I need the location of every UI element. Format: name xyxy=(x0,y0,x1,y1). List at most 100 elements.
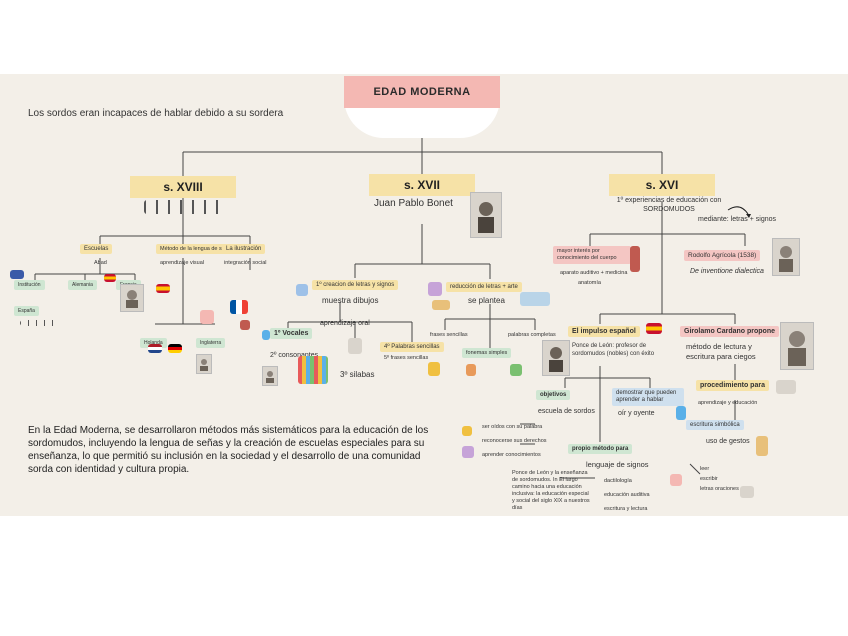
connector-lines xyxy=(34,138,751,479)
step-consonants: 2º consonantes xyxy=(270,352,319,359)
node-school: escuela de sordos xyxy=(538,408,595,415)
intro-text: Los sordos eran incapaces de hablar debi… xyxy=(28,108,284,119)
objective-1: ser oídos con su palabra xyxy=(482,424,543,430)
germany-flag-icon xyxy=(168,344,182,353)
step-simple-words: 4º Palabras sencillas xyxy=(380,342,444,352)
objective-3: aprender conocimientos xyxy=(482,452,541,458)
hand-icon xyxy=(756,436,768,456)
portrait-xviii-2 xyxy=(196,354,212,374)
sticker-icon xyxy=(510,364,522,376)
xviii-leaf-6: España xyxy=(14,306,39,316)
node-oral-learning: aprendizaje oral xyxy=(320,320,370,327)
portrait-xviii-1 xyxy=(120,284,144,312)
node-method: propio método para xyxy=(568,444,633,454)
step-phrases: 5º frases sencillas xyxy=(384,355,429,361)
node-agricola: Rodolfo Agrícola (1538) xyxy=(684,250,761,261)
node-alphabet: 1º creacion de letras y signos xyxy=(312,280,399,290)
objective-2: reconocerse sus derechos xyxy=(482,438,547,444)
node-interest-sub: aparato auditivo + medicina xyxy=(560,270,628,276)
xviii-leaf-5: Inglaterra xyxy=(196,338,226,348)
node-procedure: procedimiento para xyxy=(696,380,769,391)
france-flag-icon xyxy=(230,300,248,314)
xviii-node-sign-method: Método de la lengua de señas xyxy=(156,244,238,254)
title-box: EDAD MODERNA xyxy=(344,76,500,138)
anatomy-icon xyxy=(630,246,640,272)
node-interest: mayor interés por conocimiento del cuerp… xyxy=(553,246,631,264)
portrait-bonet xyxy=(470,192,502,238)
xviii-sub-a: Abad xyxy=(94,260,107,266)
lungs-icon xyxy=(670,474,682,486)
person-icon xyxy=(266,371,274,383)
sticker-icon xyxy=(428,362,440,376)
xviii-leaf-2: Alemania xyxy=(68,280,97,290)
method-2: educación auditiva xyxy=(604,492,650,498)
node-agricola-work: De inventione dialectica xyxy=(690,268,764,275)
footnote-reference: Ponce de León y la enseñanza de sordomud… xyxy=(512,470,590,511)
xviii-sub-b: aprendizaje visual xyxy=(160,260,205,266)
sticker-icon xyxy=(240,320,250,330)
xviii-node-enlightenment: La ilustración xyxy=(222,244,266,254)
sticker-icon xyxy=(466,364,476,376)
sticker-icon xyxy=(462,426,472,436)
summary-paragraph: En la Edad Moderna, se desarrollaron mét… xyxy=(28,425,429,475)
node-interest-sub2: anatomía xyxy=(578,280,601,286)
juan-pablo-bonet: Juan Pablo Bonet xyxy=(374,198,453,209)
sticker-icon xyxy=(348,338,362,354)
node-means: mediante: letras + signos xyxy=(698,216,777,223)
century-xvii: s. XVII xyxy=(369,174,475,196)
tree-lines-icon xyxy=(20,320,60,326)
node-symbolic: escritura simbólica xyxy=(686,420,744,430)
sticker-icon xyxy=(462,446,474,458)
xviii-leaf-1: Institución xyxy=(14,280,45,290)
xviii-sub-c: integración social xyxy=(224,260,267,266)
page-title: EDAD MODERNA xyxy=(344,76,500,108)
small-step-3: palabras completas xyxy=(508,332,556,338)
node-cardano-method: método de lectura y escritura para ciego… xyxy=(686,342,756,361)
person-icon xyxy=(549,347,563,372)
spain-flag-icon xyxy=(156,284,170,293)
node-objectives: objetivos xyxy=(536,390,571,400)
hand-signs-row-icon xyxy=(144,200,228,214)
spain-flag-icon xyxy=(104,274,116,282)
person-icon xyxy=(126,290,138,308)
method-3: escritura y lectura xyxy=(604,506,648,512)
person-icon xyxy=(478,202,494,233)
step-vowels: 1º Vocales xyxy=(270,328,313,339)
book-icon xyxy=(740,486,754,498)
node-gestures: uso de gestos xyxy=(706,438,750,445)
portrait-ponce xyxy=(542,340,570,376)
method-1: dactilología xyxy=(604,478,632,484)
spain-flag-icon xyxy=(646,323,662,334)
century-xviii: s. XVIII xyxy=(130,176,236,198)
sticker-icon xyxy=(428,282,442,296)
node-shows-drawings: muestra dibujos xyxy=(322,296,379,305)
portrait-xviii-3 xyxy=(262,366,278,386)
portrait-cardano xyxy=(780,322,814,370)
small-step-1: frases sencillas xyxy=(430,332,468,338)
portrait-agricola xyxy=(772,238,800,276)
slide-canvas: EDAD MODERNA Los sordos eran incapaces d… xyxy=(0,74,848,516)
person-icon xyxy=(200,359,208,371)
node-sign-language: lenguaje de signos xyxy=(586,460,649,469)
result-2: escribir xyxy=(700,476,718,482)
sticker-icon xyxy=(432,300,450,310)
sticker-icon xyxy=(296,284,308,296)
node-impulse: El impulso español xyxy=(568,326,640,337)
sticker-icon xyxy=(520,292,550,306)
sticker-icon xyxy=(298,356,328,384)
node-procedure-sub: aprendizaje y educación xyxy=(698,400,758,406)
node-cardano: Girolamo Cardano propone xyxy=(680,326,780,337)
ear-icon xyxy=(676,406,686,420)
step-syllables: 3º silabas xyxy=(340,370,375,379)
node-reduction: reducción de letras + arte xyxy=(446,282,522,292)
hands-icon xyxy=(776,380,796,394)
person-icon xyxy=(788,331,806,366)
sticker-icon xyxy=(200,310,214,324)
uk-flag-icon xyxy=(10,270,24,279)
result-1: leer xyxy=(700,466,710,472)
century-xvi: s. XVI xyxy=(609,174,715,196)
node-ponce: Ponce de León: profesor de sordomudos (n… xyxy=(572,343,655,357)
xviii-leaf-4: Holanda xyxy=(140,338,167,348)
result-3: letras oraciones xyxy=(700,486,739,492)
xviii-node-schools: Escuelas xyxy=(80,244,113,254)
